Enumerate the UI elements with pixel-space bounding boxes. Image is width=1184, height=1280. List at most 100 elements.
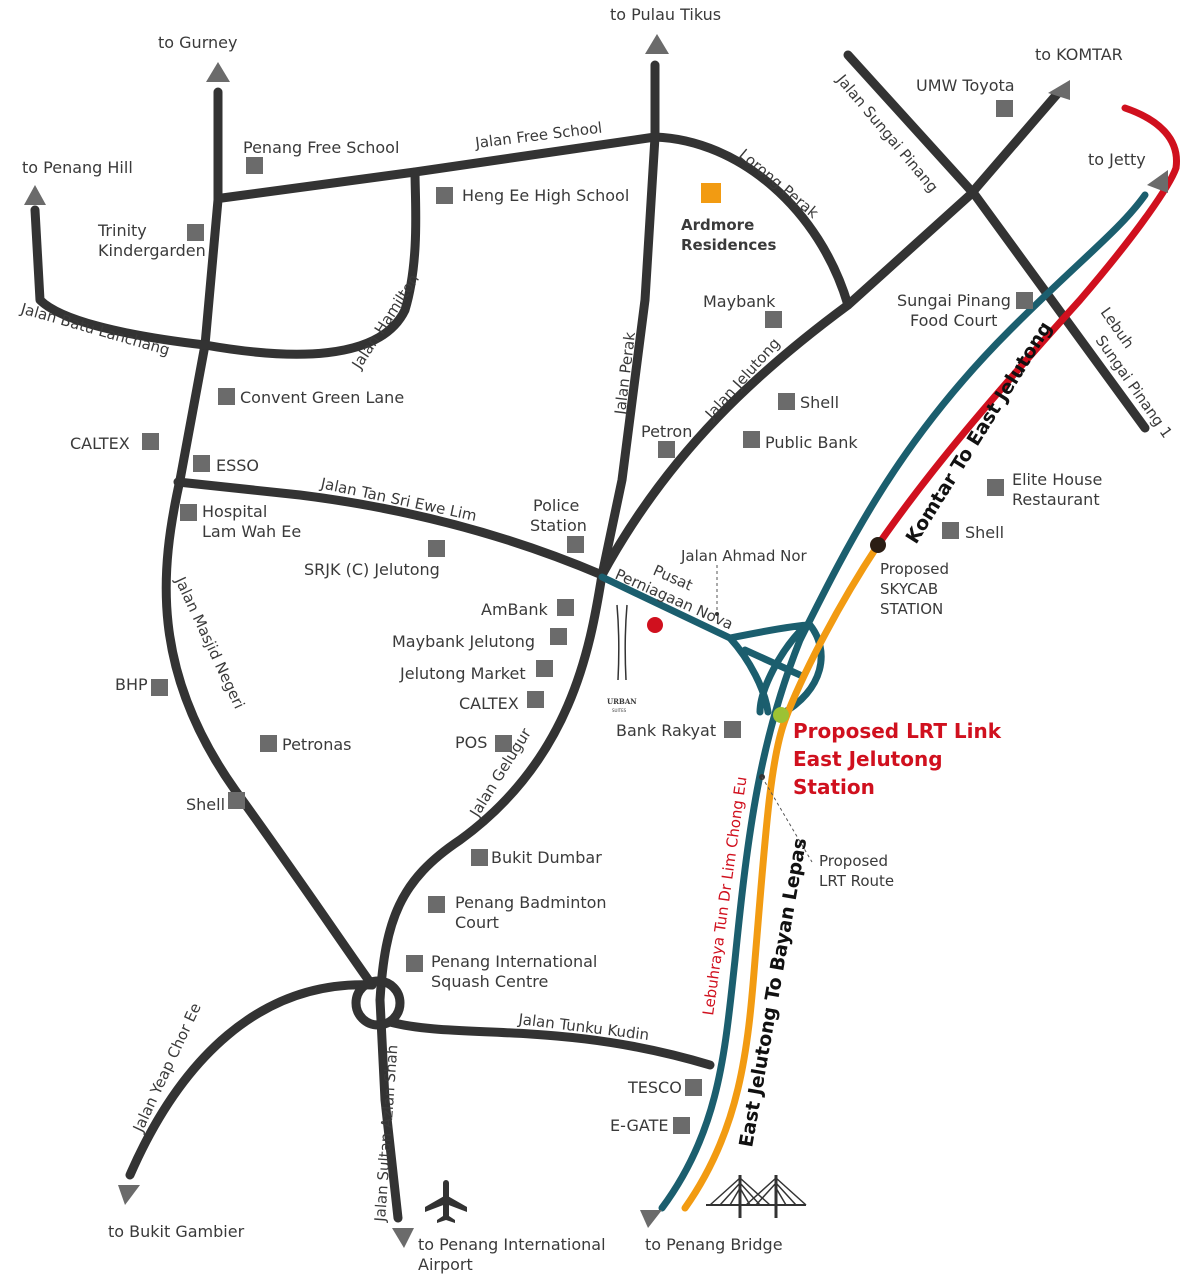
marker-jelutong-market bbox=[536, 660, 553, 677]
svg-text:URBAN: URBAN bbox=[607, 697, 637, 706]
label-shell-3: Shell bbox=[186, 795, 225, 814]
arrow-pulau-tikus-icon bbox=[645, 34, 669, 54]
road-network bbox=[30, 50, 1150, 1223]
label-trinity-line1: Trinity bbox=[97, 221, 147, 240]
marker-ambank bbox=[557, 599, 574, 616]
label-petron: Petron bbox=[641, 422, 692, 441]
label-police-line2: Station bbox=[530, 516, 587, 535]
road-jalan-gelugur bbox=[375, 570, 607, 1223]
teal-routes bbox=[598, 191, 1149, 1212]
lrt-route-line bbox=[681, 541, 882, 1212]
label-lrt-station-line3: Station bbox=[793, 775, 875, 799]
label-maybank: Maybank bbox=[703, 292, 776, 311]
label-pos: POS bbox=[455, 733, 487, 752]
marker-bank-rakyat bbox=[724, 721, 741, 738]
label-sungai-pinang-fc-line1: Sungai Pinang bbox=[897, 291, 1011, 310]
marker-public-bank bbox=[743, 431, 760, 448]
label-hospital-line1: Hospital bbox=[202, 502, 267, 521]
marker-umw-toyota bbox=[996, 100, 1013, 117]
road-tunku-kudin bbox=[385, 1017, 715, 1070]
label-srjk: SRJK (C) Jelutong bbox=[304, 560, 440, 579]
interchange-loop-1 bbox=[726, 621, 825, 719]
arrow-komtar-icon bbox=[1048, 80, 1070, 100]
road-tan-sri-ewe-lim bbox=[173, 477, 607, 580]
label-penang-free-school: Penang Free School bbox=[243, 138, 399, 157]
marker-badminton bbox=[428, 896, 445, 913]
road-yeap-chor-ee bbox=[125, 980, 377, 1180]
roundabout bbox=[351, 976, 405, 1030]
arrow-bridge-icon bbox=[640, 1210, 662, 1228]
label-caltex-2: CALTEX bbox=[459, 694, 519, 713]
road-lorong-perak bbox=[650, 132, 853, 310]
destination-labels: to Gurney to Pulau Tikus to KOMTAR to Je… bbox=[22, 5, 1146, 1274]
marker-trinity bbox=[187, 224, 204, 241]
road-sungai-pinang bbox=[843, 50, 1150, 433]
urban-suites-logo: URBAN SUITES bbox=[607, 604, 637, 713]
label-heng-ee: Heng Ee High School bbox=[462, 186, 629, 205]
label-jalan-jelutong: Jalan Jelutong bbox=[701, 334, 784, 423]
marker-shell-3 bbox=[228, 792, 245, 809]
label-lebuh-line2: Sungai Pinang 1 bbox=[1092, 332, 1176, 442]
marker-shell-2 bbox=[942, 522, 959, 539]
label-to-airport-line1: to Penang International bbox=[418, 1235, 606, 1254]
skycab-station-dot bbox=[870, 537, 886, 553]
label-lrt-route-line2: LRT Route bbox=[819, 872, 894, 890]
marker-caltex-2 bbox=[527, 691, 544, 708]
label-tesco: TESCO bbox=[627, 1078, 682, 1097]
arrow-bukit-gambier-icon bbox=[118, 1185, 140, 1205]
road-jalan-jelutong bbox=[597, 88, 1063, 580]
label-ardmore-line1: Ardmore bbox=[681, 216, 754, 234]
marker-squash bbox=[406, 955, 423, 972]
label-to-penang-hill: to Penang Hill bbox=[22, 158, 133, 177]
label-trinity-line2: Kindergarden bbox=[98, 241, 206, 260]
arrow-penang-hill-icon bbox=[24, 185, 46, 205]
label-maybank-jelutong: Maybank Jelutong bbox=[392, 632, 535, 651]
label-hospital-line2: Lam Wah Ee bbox=[202, 522, 301, 541]
label-jalan-hamilton: Jalan Hamilton bbox=[348, 271, 423, 373]
label-squash-line1: Penang International bbox=[431, 952, 597, 971]
label-esso: ESSO bbox=[216, 456, 259, 475]
label-skycab-line3: STATION bbox=[880, 600, 943, 618]
road-pulau-tikus bbox=[597, 60, 660, 580]
marker-police bbox=[567, 536, 584, 553]
road-batu-lanchang bbox=[30, 167, 421, 359]
marker-srjk bbox=[428, 540, 445, 557]
marker-petron bbox=[658, 441, 675, 458]
marker-convent bbox=[218, 388, 235, 405]
label-squash-line2: Squash Centre bbox=[431, 972, 548, 991]
arrow-gurney-icon bbox=[206, 62, 230, 82]
arrow-jetty-icon bbox=[1147, 170, 1168, 193]
label-lrt-station-line1: Proposed LRT Link bbox=[793, 719, 1002, 743]
marker-sungai-pinang-fc bbox=[1016, 292, 1033, 309]
label-jalan-ahmad-nor: Jalan Ahmad Nor bbox=[680, 547, 808, 565]
arrow-airport-icon bbox=[392, 1228, 414, 1248]
marker-tesco bbox=[685, 1079, 702, 1096]
marker-petronas bbox=[260, 735, 277, 752]
bridge-icon bbox=[706, 1175, 807, 1218]
label-lrt-route-line1: Proposed bbox=[819, 852, 888, 870]
label-to-komtar: to KOMTAR bbox=[1035, 45, 1123, 64]
lrt-station-dot bbox=[773, 707, 789, 723]
label-bank-rakyat: Bank Rakyat bbox=[616, 721, 716, 740]
marker-shell-1 bbox=[778, 393, 795, 410]
marker-pos bbox=[495, 735, 512, 752]
highlight-labels: Ardmore Residences Proposed SKYCAB STATI… bbox=[681, 216, 1057, 1149]
label-petronas: Petronas bbox=[282, 735, 352, 754]
marker-esso bbox=[193, 455, 210, 472]
marker-ardmore bbox=[701, 183, 721, 203]
marker-heng-ee bbox=[436, 187, 453, 204]
label-caltex-1: CALTEX bbox=[70, 434, 130, 453]
label-ambank: AmBank bbox=[481, 600, 548, 619]
label-jalan-batu-lanchang: Jalan Batu Lanchang bbox=[18, 299, 172, 359]
route-lebuhraya bbox=[658, 191, 1149, 1212]
label-badminton-line2: Court bbox=[455, 913, 499, 932]
ahmad-nor-pointer-dot bbox=[715, 612, 719, 616]
label-lorong-perak: Lorong Perak bbox=[735, 145, 822, 222]
label-shell-2: Shell bbox=[965, 523, 1004, 542]
skycab-route-line bbox=[874, 104, 1180, 549]
marker-elite bbox=[987, 479, 1004, 496]
marker-caltex-1 bbox=[142, 433, 159, 450]
label-to-airport-line2: Airport bbox=[418, 1255, 473, 1274]
label-umw-toyota: UMW Toyota bbox=[916, 76, 1015, 95]
